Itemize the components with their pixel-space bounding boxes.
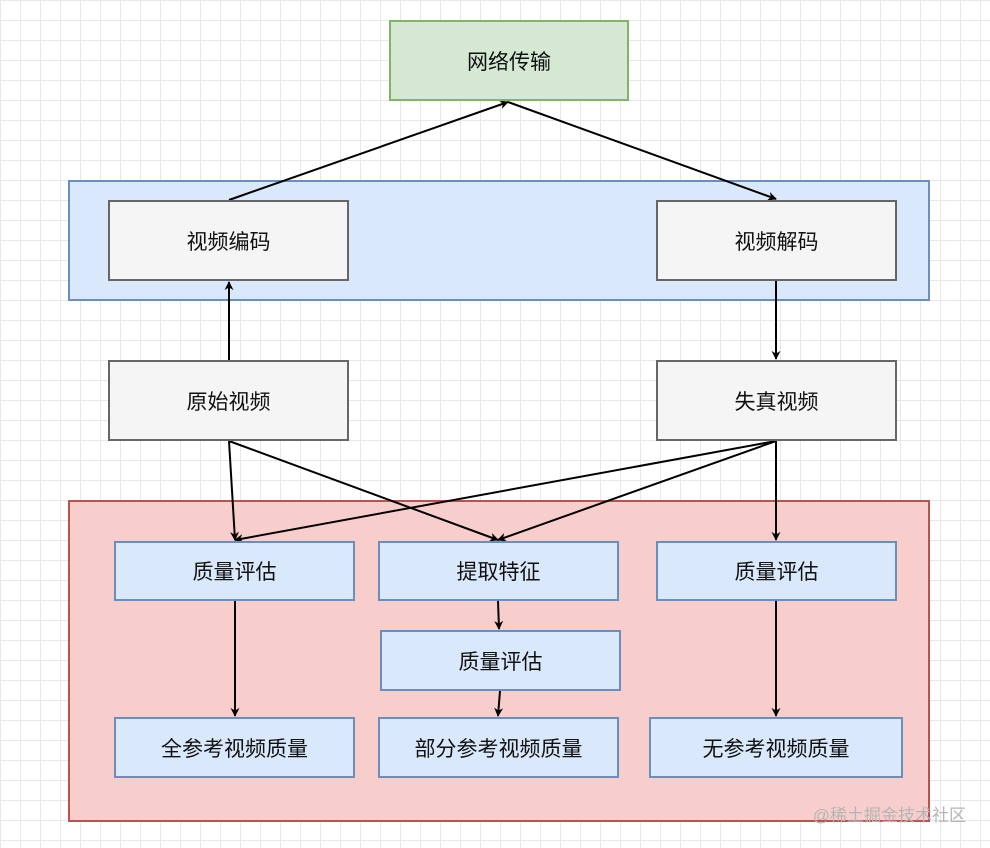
watermark-text: @稀土掘金技术社区	[812, 806, 966, 825]
extract-features-label: 提取特征	[456, 560, 541, 584]
quality-assessment-middle-label: 质量评估	[458, 649, 543, 674]
no-reference-quality-node: 无参考视频质量	[649, 717, 903, 778]
network-transmission-node: 网络传输	[389, 20, 629, 101]
video-decode-node: 视频解码	[656, 200, 897, 281]
video-encode-label: 视频编码	[186, 229, 271, 254]
partial-reference-quality-node: 部分参考视频质量	[378, 717, 619, 778]
extract-features-node: 提取特征	[378, 541, 619, 601]
quality-assessment-middle-node: 质量评估	[380, 630, 621, 691]
no-reference-quality-label: 无参考视频质量	[702, 736, 850, 761]
quality-assessment-right-label: 质量评估	[734, 560, 819, 584]
full-reference-quality-label: 全参考视频质量	[161, 736, 308, 761]
full-reference-quality-node: 全参考视频质量	[114, 717, 355, 778]
quality-assessment-left-node: 质量评估	[114, 541, 355, 601]
video-encode-node: 视频编码	[108, 200, 349, 281]
distorted-video-label: 失真视频	[734, 389, 819, 414]
original-video-node: 原始视频	[108, 360, 349, 441]
partial-reference-quality-label: 部分参考视频质量	[414, 736, 583, 761]
quality-assessment-right-node: 质量评估	[656, 541, 897, 601]
distorted-video-node: 失真视频	[656, 360, 897, 441]
video-decode-label: 视频解码	[734, 229, 819, 254]
network-transmission-label: 网络传输	[467, 49, 551, 74]
original-video-label: 原始视频	[186, 389, 271, 414]
quality-assessment-left-label: 质量评估	[192, 560, 277, 584]
